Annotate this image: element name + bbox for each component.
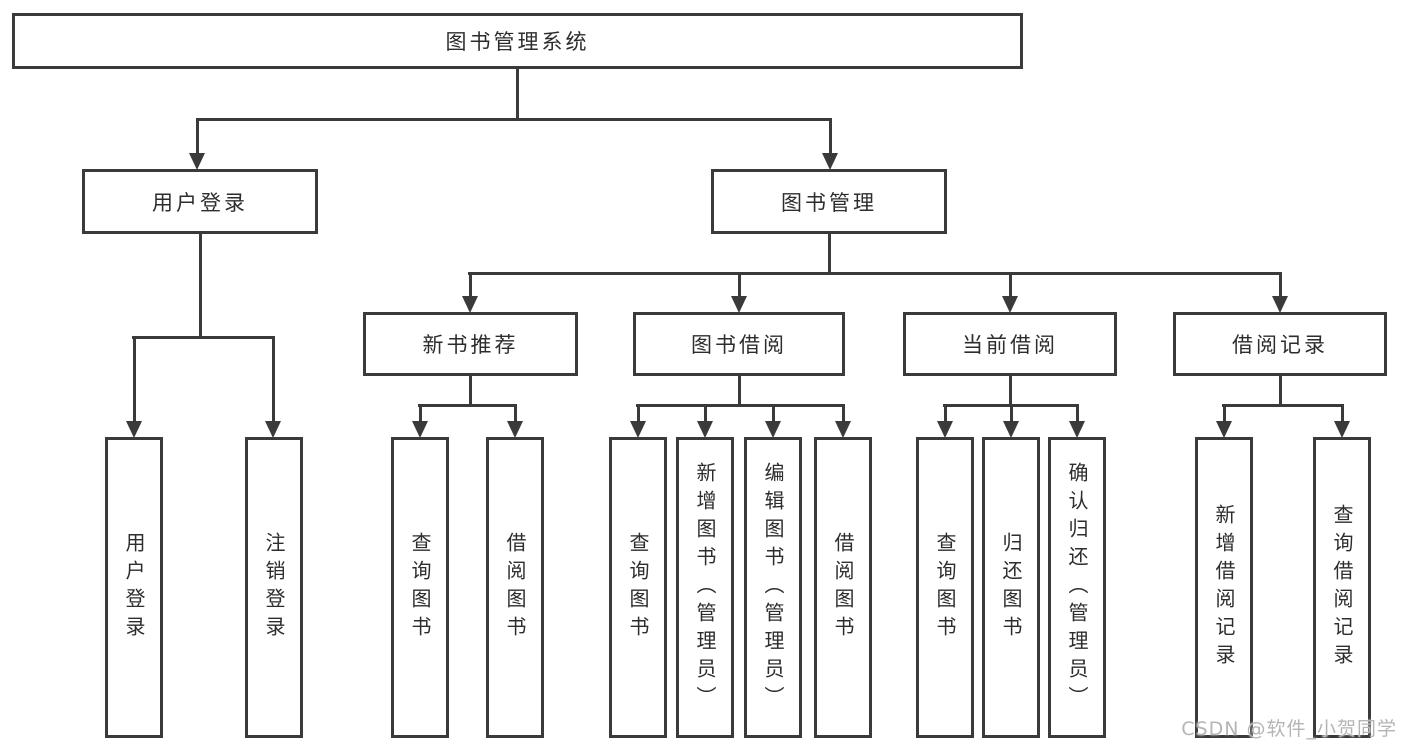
connector-book-borrow-stem xyxy=(737,375,741,407)
arrow-down-icon xyxy=(1216,407,1232,438)
leaf-nb-borrow-books: 借阅图书 xyxy=(486,437,544,738)
leaf-logout-login: 注销登录 xyxy=(245,437,303,738)
arrow-down-icon xyxy=(1272,275,1288,313)
node-user-login-label: 用户登录 xyxy=(152,190,248,215)
connector-new-book-bar xyxy=(418,404,517,407)
connector-current-borrow-bar xyxy=(943,404,1079,407)
csdn-watermark: CSDN @软件_小贺同学 xyxy=(1181,718,1397,740)
arrow-down-icon xyxy=(835,407,851,438)
node-user-login: 用户登录 xyxy=(82,169,318,234)
leaf-bb-edit-books-admin: 编辑图书（管理员） xyxy=(744,437,802,738)
node-book-borrow-label: 图书借阅 xyxy=(691,333,787,357)
arrow-down-icon xyxy=(507,407,523,438)
node-current-borrow: 当前借阅 xyxy=(903,312,1117,376)
node-book-borrow: 图书借阅 xyxy=(633,312,845,376)
arrow-down-icon xyxy=(937,407,953,438)
arrow-down-icon xyxy=(189,121,205,170)
node-root: 图书管理系统 xyxy=(12,13,1023,69)
leaf-bb-add-books-admin-label: 新增图书（管理员） xyxy=(693,461,717,714)
arrow-down-icon xyxy=(822,121,838,170)
connector-borrow-records-bar xyxy=(1222,404,1344,407)
leaf-cb-return-books: 归还图书 xyxy=(982,437,1040,738)
connector-current-borrow-stem xyxy=(1008,375,1012,407)
arrow-down-icon xyxy=(412,407,428,438)
connector-book-borrow-bar xyxy=(636,404,845,407)
node-new-book-recommend: 新书推荐 xyxy=(363,312,578,376)
connector-root-bar xyxy=(196,118,832,121)
node-new-book-recommend-label: 新书推荐 xyxy=(422,333,519,357)
node-book-management-label: 图书管理 xyxy=(781,190,877,215)
arrow-down-icon xyxy=(1002,275,1018,313)
leaf-cb-query-books: 查询图书 xyxy=(916,437,974,738)
connector-user-login-bar xyxy=(132,336,275,339)
leaf-br-query-record-label: 查询借阅记录 xyxy=(1330,503,1354,672)
leaf-user-login: 用户登录 xyxy=(105,437,163,738)
leaf-nb-query-books-label: 查询图书 xyxy=(408,531,432,644)
leaf-bb-borrow-books-label: 借阅图书 xyxy=(831,531,855,644)
arrow-down-icon xyxy=(265,339,281,438)
leaf-br-query-record: 查询借阅记录 xyxy=(1313,437,1371,738)
leaf-cb-query-books-label: 查询图书 xyxy=(933,531,957,644)
leaf-logout-login-label: 注销登录 xyxy=(262,531,286,644)
arrow-down-icon xyxy=(765,407,781,438)
leaf-bb-add-books-admin: 新增图书（管理员） xyxy=(676,437,734,738)
leaf-cb-return-books-label: 归还图书 xyxy=(999,531,1023,644)
node-borrow-records-label: 借阅记录 xyxy=(1232,333,1328,357)
leaf-bb-query-books-label: 查询图书 xyxy=(626,531,650,644)
arrow-down-icon xyxy=(630,407,646,438)
node-borrow-records: 借阅记录 xyxy=(1173,312,1387,376)
arrow-down-icon xyxy=(1069,407,1085,438)
connector-new-book-stem xyxy=(468,375,472,407)
leaf-nb-borrow-books-label: 借阅图书 xyxy=(503,531,527,644)
leaf-cb-confirm-return-admin-label: 确认归还（管理员） xyxy=(1065,461,1089,714)
arrow-down-icon xyxy=(1003,407,1019,438)
leaf-bb-borrow-books: 借阅图书 xyxy=(814,437,872,738)
arrow-down-icon xyxy=(1334,407,1350,438)
connector-user-login-stem xyxy=(198,233,202,339)
leaf-bb-edit-books-admin-label: 编辑图书（管理员） xyxy=(761,461,785,714)
leaf-nb-query-books: 查询图书 xyxy=(391,437,449,738)
connector-book-mgmt-bar xyxy=(468,272,1282,275)
leaf-bb-query-books: 查询图书 xyxy=(609,437,667,738)
leaf-br-add-record: 新增借阅记录 xyxy=(1195,437,1253,738)
connector-borrow-records-stem xyxy=(1278,375,1282,407)
arrow-down-icon xyxy=(462,275,478,313)
arrow-down-icon xyxy=(731,275,747,313)
connector-book-mgmt-stem xyxy=(827,233,831,275)
leaf-cb-confirm-return-admin: 确认归还（管理员） xyxy=(1048,437,1106,738)
arrow-down-icon xyxy=(126,339,142,438)
connector-root-stem xyxy=(516,68,519,121)
node-book-management: 图书管理 xyxy=(711,169,947,234)
leaf-br-add-record-label: 新增借阅记录 xyxy=(1212,503,1236,672)
node-current-borrow-label: 当前借阅 xyxy=(962,333,1058,357)
leaf-user-login-label: 用户登录 xyxy=(122,531,146,644)
node-root-label: 图书管理系统 xyxy=(445,30,590,54)
arrow-down-icon xyxy=(697,407,713,438)
